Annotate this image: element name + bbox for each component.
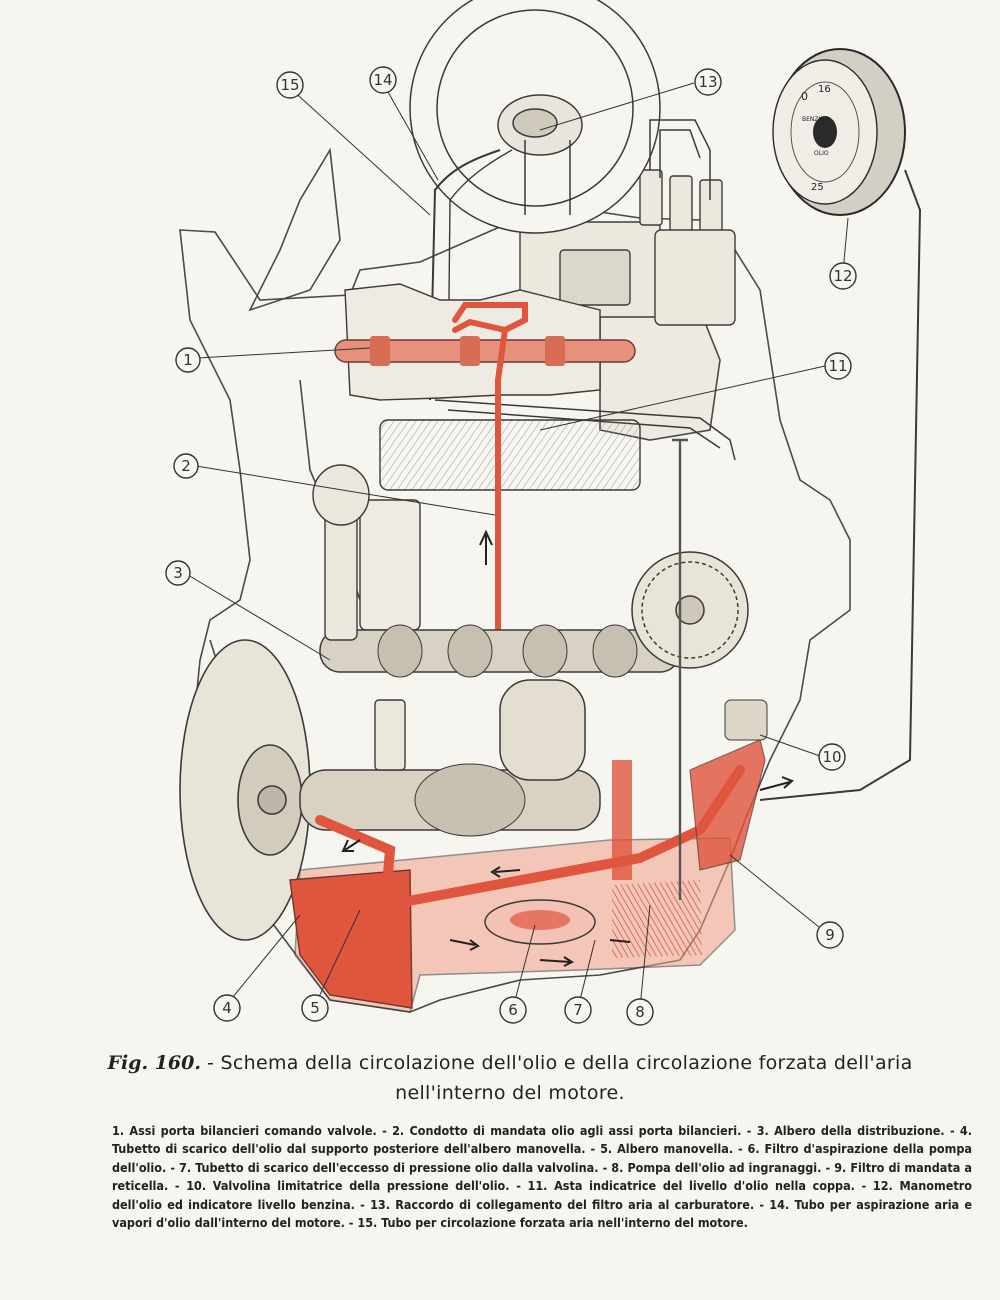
callout-13: 13 <box>694 68 722 96</box>
callout-5: 5 <box>301 994 329 1022</box>
oil-dipstick <box>672 438 688 900</box>
air-filter <box>409 0 661 401</box>
callout-7: 7 <box>564 996 592 1024</box>
svg-text:2: 2 <box>181 457 191 475</box>
gauge-mark-25: 25 <box>811 182 824 193</box>
flow-arrow-up <box>479 529 493 565</box>
legend-item-8: - 8. Pompa dell'olio ad ingranaggi. <box>602 1159 826 1175</box>
svg-text:14: 14 <box>373 71 392 89</box>
sump-flow-arrows <box>341 776 794 967</box>
legend-item-2: - 2. Condotto di mandata olio agli assi … <box>382 1123 747 1138</box>
svg-text:9: 9 <box>825 926 835 944</box>
callout-1: 1 <box>175 347 201 373</box>
callout-14: 14 <box>369 66 397 94</box>
oil-delivery-duct <box>452 302 528 643</box>
connecting-rod <box>312 464 406 771</box>
legend-item-15: - 15. Tubo per circolazione forzata aria… <box>348 1215 748 1231</box>
figure-title-line2: nell'interno del motore. <box>395 1082 625 1104</box>
figure-legend: 1. Assi porta bilancieri comando valvole… <box>112 1122 972 1232</box>
legend-item-5: - 5. Albero manovella. <box>590 1141 738 1157</box>
callout-6: 6 <box>499 996 527 1024</box>
callouts: 1 2 3 4 5 6 7 8 9 10 11 12 13 14 15 <box>165 66 857 1026</box>
svg-text:5: 5 <box>310 999 320 1017</box>
svg-text:4: 4 <box>222 999 232 1017</box>
suction-filter <box>484 899 596 945</box>
callout-11: 11 <box>824 352 852 380</box>
intake-manifold <box>519 169 736 326</box>
cylinder-head <box>344 283 641 631</box>
legend-item-14: - 14. Tubo per aspirazione aria e vapori… <box>112 1196 972 1231</box>
gauge-mark-olio: OLIO <box>814 150 829 157</box>
air-pipes <box>434 119 736 461</box>
camshaft <box>319 624 681 678</box>
svg-text:10: 10 <box>822 748 841 766</box>
svg-text:7: 7 <box>573 1001 583 1019</box>
callout-15: 15 <box>276 71 304 99</box>
gauge-mark-benzina: BENZINA <box>802 116 830 123</box>
rocker-shaft <box>334 336 636 366</box>
svg-text:15: 15 <box>280 76 299 94</box>
oil-pump <box>612 699 768 880</box>
callout-3: 3 <box>165 560 191 586</box>
legend-item-7: - 7. Tubetto di scarico dell'eccesso di … <box>170 1159 603 1175</box>
svg-text:8: 8 <box>635 1003 645 1021</box>
svg-text:3: 3 <box>173 564 183 582</box>
svg-text:1: 1 <box>183 351 193 369</box>
callout-10: 10 <box>818 743 846 771</box>
oil-gauge: 0 16 25 BENZINA OLIO <box>772 48 906 216</box>
timing-gear <box>631 551 749 669</box>
legend-item-12: - 12. Manometro dell'olio ed indicatore … <box>112 1178 972 1212</box>
crankshaft <box>299 679 601 837</box>
svg-text:6: 6 <box>508 1001 518 1019</box>
callout-4: 4 <box>213 994 241 1022</box>
svg-text:13: 13 <box>698 73 717 91</box>
callout-2: 2 <box>173 453 199 479</box>
svg-text:11: 11 <box>828 357 847 375</box>
flywheel <box>179 639 311 941</box>
figure-label: Fig. 160. <box>107 1052 201 1074</box>
legend-item-6: - 6. Filtro d'aspirazione della pompa de… <box>112 1141 972 1175</box>
legend-item-13: - 13. Raccordo di collegamento del filtr… <box>360 1196 760 1212</box>
legend-item-1: 1. Assi porta bilancieri comando valvole… <box>112 1123 383 1138</box>
legend-item-4: - 4. Tubetto di scarico dell'olio dal su… <box>112 1123 973 1157</box>
figure-title-line1: - Schema della circolazione dell'olio e … <box>207 1052 913 1074</box>
legend-item-11: - 11. Asta indicatrice del livello d'oli… <box>516 1178 862 1194</box>
legend-item-10: - 10. Valvolina limitatrice della pressi… <box>174 1178 517 1194</box>
legend-item-9: - 9. Filtro di mandata a reticella. <box>112 1159 972 1194</box>
callout-12: 12 <box>829 262 857 290</box>
gauge-mark-16: 16 <box>818 84 831 95</box>
callout-9: 9 <box>816 921 844 949</box>
engine-lubrication-diagram: 0 16 25 BENZINA OLIO 1 <box>165 0 922 1026</box>
gauge-mark-0: 0 <box>801 90 808 103</box>
svg-text:12: 12 <box>833 267 852 285</box>
callout-8: 8 <box>626 998 654 1026</box>
gauge-line <box>759 169 922 801</box>
legend-item-3: - 3. Albero della distribuzione. <box>746 1123 950 1138</box>
figure-caption: Fig. 160. - Schema della circolazione de… <box>60 1048 960 1108</box>
